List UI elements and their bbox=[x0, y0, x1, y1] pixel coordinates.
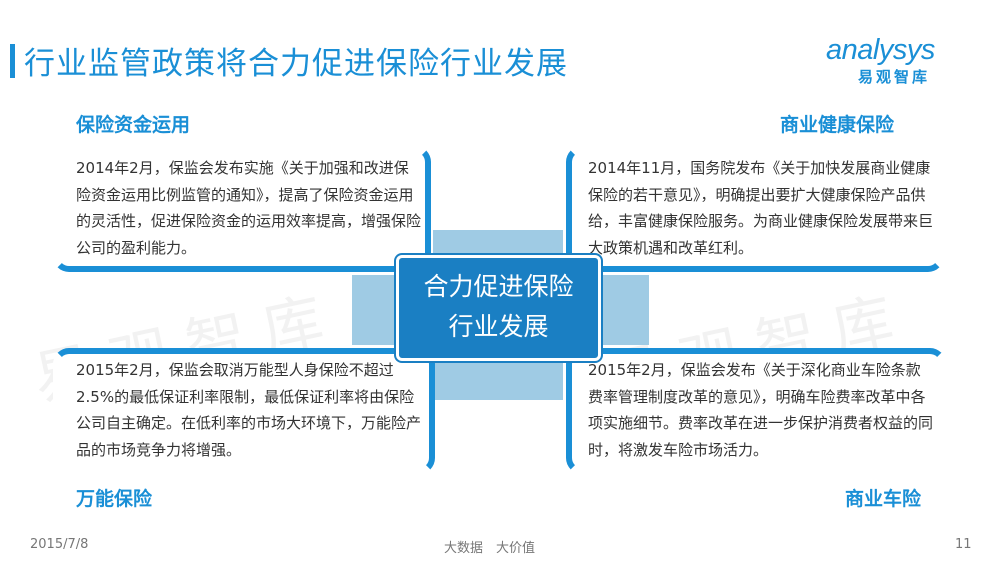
analysys-logo: analysys 易观智库 bbox=[826, 34, 976, 86]
center-line-1: 合力促进保险 bbox=[423, 272, 574, 301]
logo-chinese: 易观智库 bbox=[858, 68, 931, 86]
panel-title-universal-insurance: 万能保险 bbox=[76, 488, 153, 510]
panel-bottom-left-frame bbox=[53, 348, 435, 474]
panel-bottom-right-frame bbox=[566, 348, 946, 474]
panel-text-universal-insurance: 2015年2月，保监会取消万能型人身保险不超过2.5%的最低保证利率限制，最低保… bbox=[76, 361, 422, 459]
panel-text-health-insurance: 2014年11月，国务院发布《关于加快发展商业健康保险的若干意见》，明确提出要扩… bbox=[588, 159, 934, 257]
title-accent-bar bbox=[10, 44, 15, 78]
panel-title-auto-insurance: 商业车险 bbox=[845, 488, 922, 510]
page-number: 11 bbox=[955, 537, 972, 552]
page-title: 行业监管政策将合力促进保险行业发展 bbox=[24, 46, 568, 82]
footer-slogan: 大数据 大价值 bbox=[444, 541, 536, 556]
panel-title-health-insurance: 商业健康保险 bbox=[780, 114, 895, 136]
panel-title-insurance-funds: 保险资金运用 bbox=[76, 114, 191, 136]
footer-date: 2015/7/8 bbox=[30, 537, 89, 552]
panel-text-insurance-funds: 2014年2月，保监会发布实施《关于加强和改进保险资金运用比例监管的通知》，提高… bbox=[76, 159, 422, 257]
panel-top-left-frame bbox=[53, 146, 431, 272]
center-theme-box: 合力促进保险 行业发展 bbox=[396, 255, 601, 361]
logo-english: analysys bbox=[826, 34, 935, 66]
panel-top-right-frame bbox=[566, 146, 944, 272]
center-line-2: 行业发展 bbox=[448, 312, 549, 341]
panel-text-auto-insurance: 2015年2月，保监会发布《关于深化商业车险条款费率管理制度改革的意见》，明确车… bbox=[588, 361, 934, 459]
